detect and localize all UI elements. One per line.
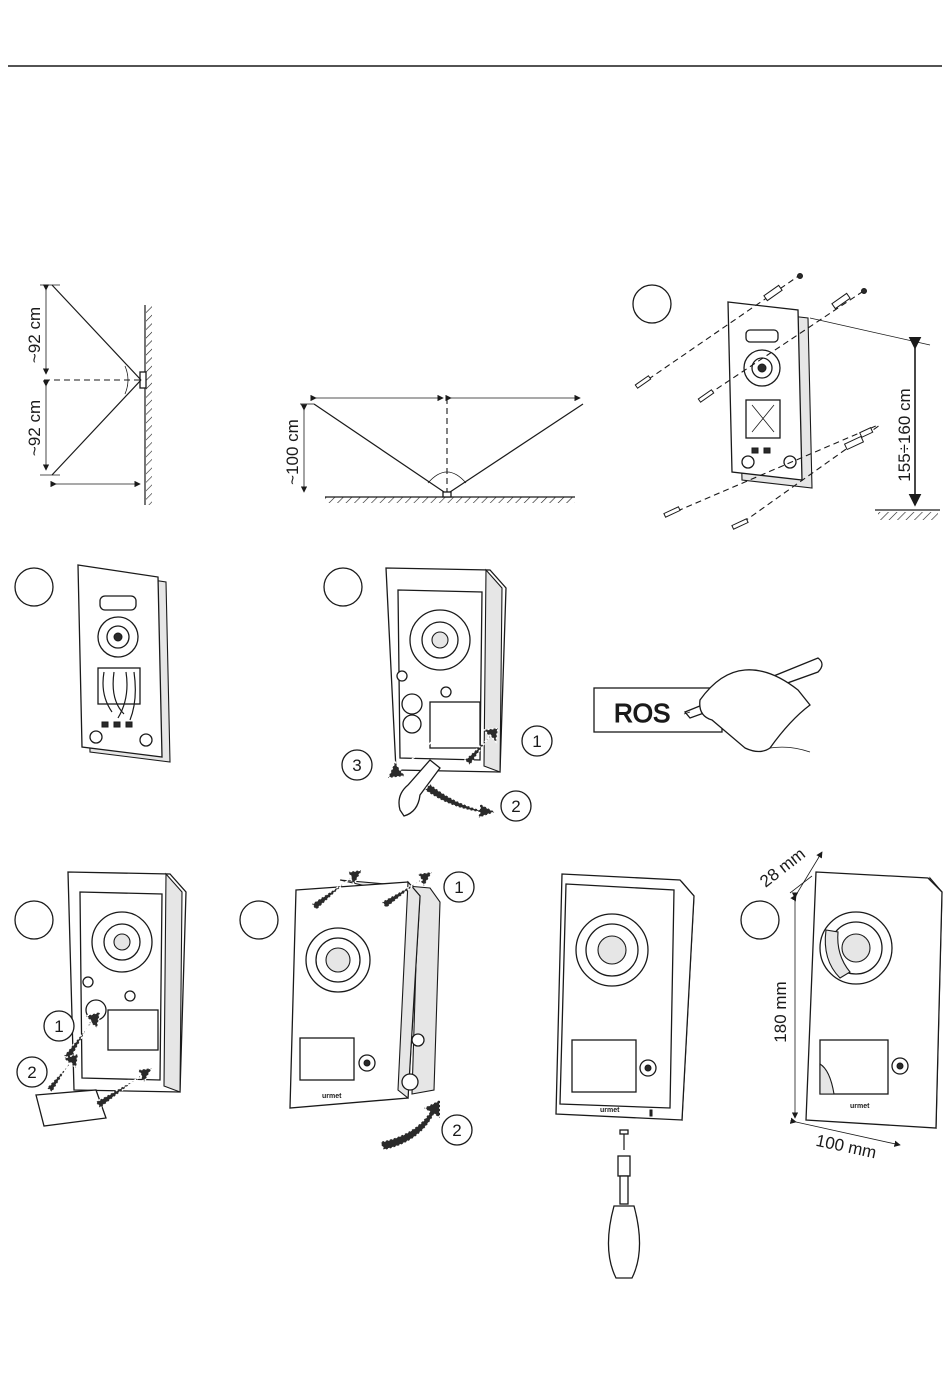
panel-logo: urmet (322, 1093, 342, 1100)
dim-width-label: 100 mm (814, 1131, 878, 1162)
step-dimensions: urmet 28 mm 180 mm 100 mm (741, 844, 942, 1162)
step-frame-removal: 1 2 3 (324, 568, 552, 821)
step-module-insert: 1 2 (15, 872, 186, 1126)
step-marker-circle (15, 901, 53, 939)
step-marker-circle (240, 901, 278, 939)
callout-3: 3 (352, 756, 361, 775)
step-name-card: ROS (594, 658, 822, 752)
mount-height-label: 155÷160 cm (895, 388, 914, 481)
step-cover-fit: urmet 1 2 (240, 870, 474, 1150)
callout-1: 1 (454, 878, 463, 897)
side-view-diagram: ~92 cm ~92 cm (25, 285, 152, 505)
callout-2: 2 (452, 1121, 461, 1140)
step-wiring (15, 565, 170, 762)
name-card-text: ROS (614, 698, 670, 728)
callout-2: 2 (27, 1063, 36, 1082)
step-marker-circle (633, 285, 671, 323)
callout-2: 2 (511, 797, 520, 816)
callout-1: 1 (532, 732, 541, 751)
panel-logo: urmet (850, 1103, 870, 1110)
dim-height-label: 180 mm (771, 981, 790, 1042)
top-view-diagram: ~100 cm (283, 398, 583, 503)
step-marker-circle (15, 568, 53, 606)
step-marker-circle (324, 568, 362, 606)
step-marker-circle (741, 901, 779, 939)
callout-1: 1 (54, 1017, 63, 1036)
top-height-label: ~100 cm (283, 419, 302, 485)
step-mounting: 155÷160 cm (633, 274, 940, 530)
side-upper-label: ~92 cm (25, 307, 44, 363)
side-lower-label: ~92 cm (25, 400, 44, 456)
panel-logo: urmet (600, 1107, 620, 1114)
step-final-screw: urmet (556, 874, 694, 1278)
